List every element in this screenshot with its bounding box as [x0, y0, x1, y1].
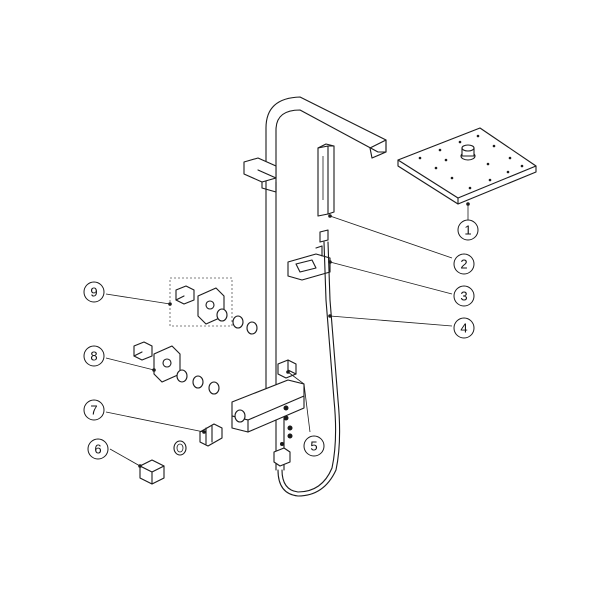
wall-connection-set-9 [169, 277, 258, 335]
o-ring-2 [283, 415, 289, 421]
o-ring-4 [287, 433, 293, 439]
callout-number: 1 [464, 223, 471, 238]
thermostatic-mixer-body [231, 359, 305, 471]
callout-circle [83, 399, 105, 421]
head-shower-top-face [397, 127, 537, 199]
diverter-knob-edge [287, 359, 297, 375]
kit-dashed-box [169, 277, 233, 327]
callout-circle [453, 317, 475, 339]
shower-column [243, 96, 387, 396]
callout-number: 8 [90, 349, 97, 364]
callout-2: 2 [453, 253, 475, 275]
shower-arm-outlet [369, 139, 387, 159]
eccentric-connector-8-thread [133, 351, 143, 357]
o-ring-1 [283, 405, 289, 411]
hand-shower-group [287, 143, 335, 281]
washer [280, 442, 284, 446]
wall-bracket-top-detail [257, 169, 277, 179]
callout-circle [83, 281, 105, 303]
callout-number: 7 [90, 403, 97, 418]
leader-6 [109, 448, 141, 467]
nut-8c [208, 381, 220, 395]
callout-circle [87, 438, 109, 460]
mixer-small-parts [273, 405, 293, 467]
slide-holder-pin [315, 245, 323, 257]
mixer-bar-bottom [247, 395, 305, 433]
callout-circle [453, 285, 475, 307]
hand-shower-side [327, 145, 335, 215]
slide-holder-slot [295, 259, 317, 273]
callout-number: 6 [94, 442, 101, 457]
shower-hose-outer [277, 241, 341, 497]
thermostatic-cartridge [173, 423, 223, 456]
callout-8: 8 [83, 345, 105, 367]
callout-number: 2 [460, 257, 467, 272]
callout-number: 3 [460, 289, 467, 304]
shower-hose [281, 241, 337, 493]
callout-3: 3 [453, 285, 475, 307]
cartridge-nut-inner [176, 443, 184, 453]
head-shower-connector-top [461, 144, 475, 152]
cover-plate-9-hole [205, 300, 215, 310]
leader-3 [329, 261, 453, 295]
eccentric-connector-9-thread [175, 295, 185, 301]
callout-1: 1 [457, 219, 479, 241]
slide-holder [287, 253, 331, 281]
callout-number: 4 [460, 321, 467, 336]
wall-connection-set-8 [133, 341, 220, 395]
leader-9 [105, 293, 171, 305]
leader-5 [287, 371, 311, 433]
eccentric-connector-9 [175, 285, 195, 305]
mixer-inlet-left [234, 409, 246, 423]
nut-8a [176, 369, 188, 383]
leader-7 [105, 411, 205, 433]
leader-4 [329, 315, 453, 327]
callout-circle [453, 253, 475, 275]
wall-bracket-top [243, 157, 277, 183]
callout-6: 6 [87, 438, 109, 460]
nut-9b [232, 315, 244, 329]
cartridge-ribs [205, 425, 213, 445]
wall-bracket-top-side [261, 181, 277, 193]
handle-cube [139, 459, 165, 485]
leader-2 [329, 215, 453, 259]
leader-8 [105, 357, 155, 371]
hose-nut [319, 229, 329, 243]
hose-connector [273, 447, 291, 467]
nut-8b [192, 375, 204, 389]
cartridge-body [199, 423, 223, 447]
cartridge-nut [173, 440, 187, 456]
callout-7: 7 [83, 399, 105, 421]
callout-number: 9 [90, 285, 97, 300]
handle-cube-edges [139, 465, 165, 485]
callout-circle [303, 435, 325, 457]
diverter-knob [277, 359, 297, 379]
callout-number: 5 [310, 439, 317, 454]
head-shower-nozzles [418, 134, 524, 190]
callout-5: 5 [303, 435, 325, 457]
o-ring-3 [287, 425, 293, 431]
nut-9a [216, 308, 228, 322]
head-shower [397, 127, 537, 205]
nut-9c [246, 321, 258, 335]
callout-4: 4 [453, 317, 475, 339]
eccentric-connector-8 [133, 341, 153, 361]
callout-9: 9 [83, 281, 105, 303]
cover-plate-8-hole [162, 358, 172, 368]
callout-circle [457, 219, 479, 241]
callout-circle [83, 345, 105, 367]
leader-lines [105, 202, 470, 468]
